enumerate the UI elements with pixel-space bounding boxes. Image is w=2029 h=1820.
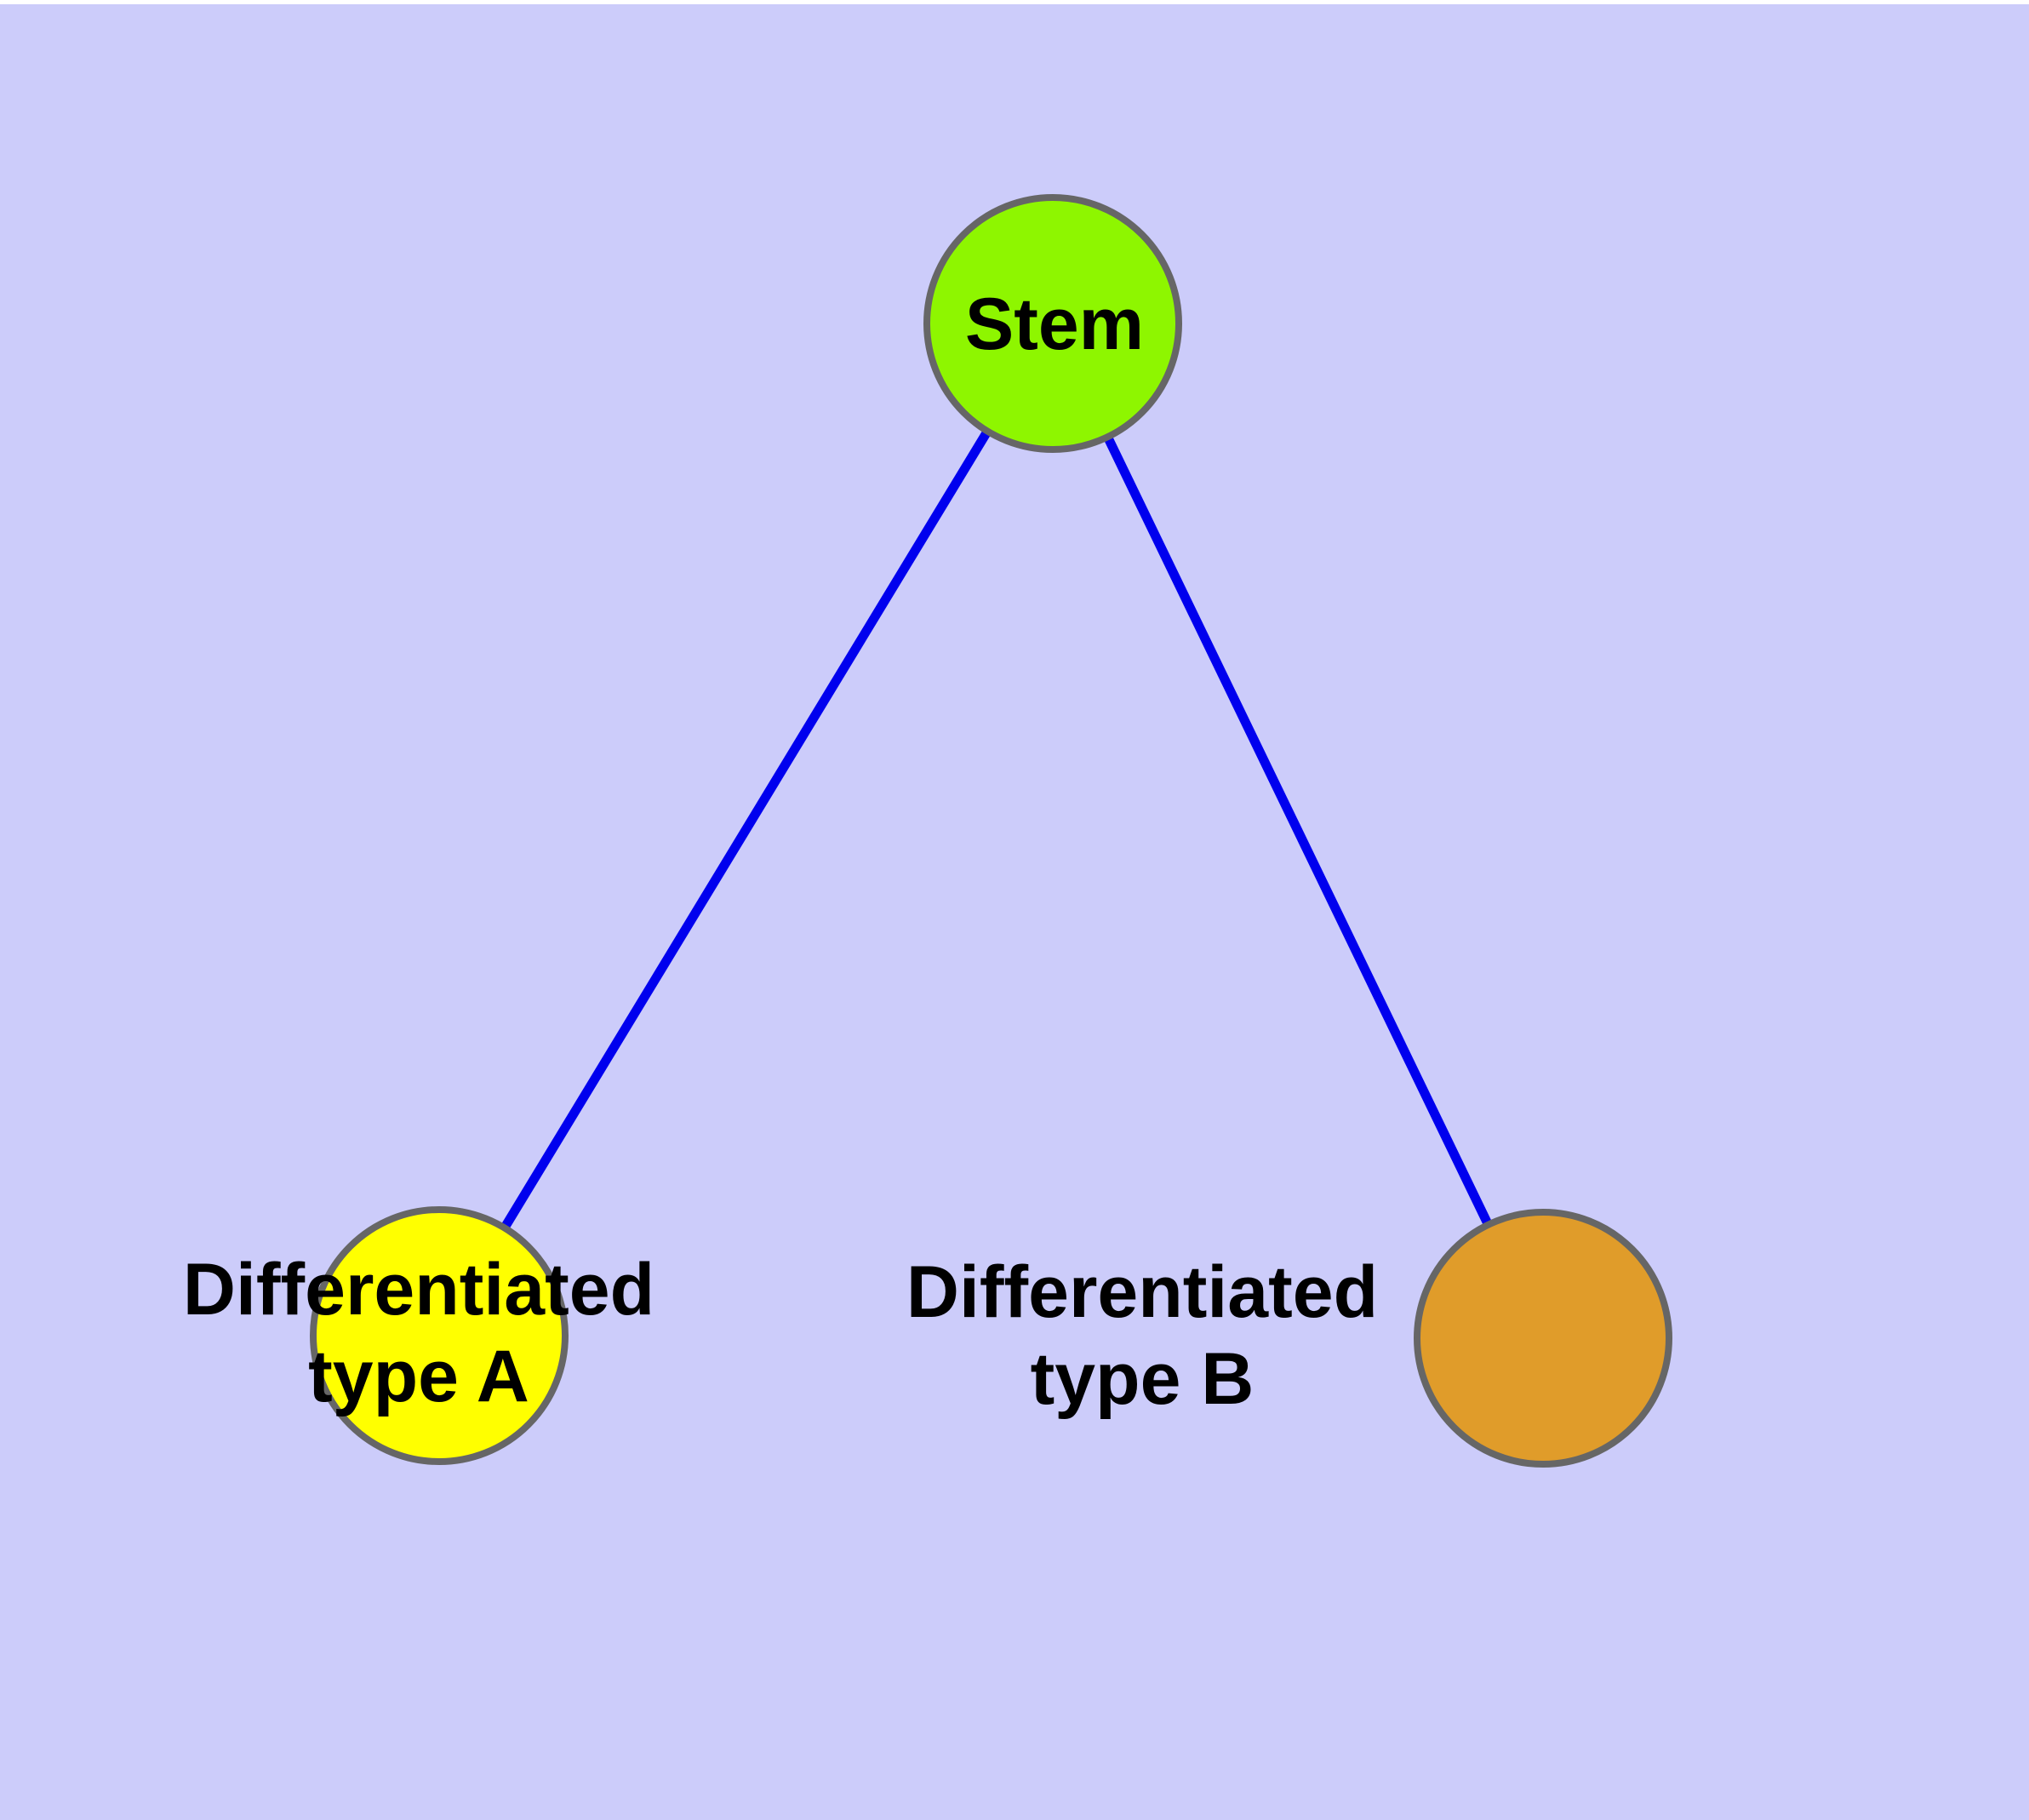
edge-stem-to-differentiated-type-a[interactable] (435, 321, 1057, 1338)
diagram-plot-area: Stem Differentiated type A Differentiate… (0, 4, 2029, 1820)
node-differentiated-type-a-label-line1: Differentiated (183, 1249, 654, 1331)
node-layer (310, 194, 1672, 1468)
node-differentiated-type-a-label-line2: type A (308, 1336, 529, 1417)
node-stem[interactable] (923, 194, 1182, 453)
node-differentiated-type-b-circle[interactable] (1414, 1209, 1672, 1468)
node-differentiated-type-a-circle[interactable] (310, 1206, 569, 1465)
cell-differentiation-graph: Stem Differentiated type A Differentiate… (183, 194, 1672, 1468)
node-differentiated-type-b-label-line2: type B (1031, 1338, 1255, 1420)
node-differentiated-type-a[interactable] (310, 1206, 569, 1465)
node-stem-label: Stem (965, 283, 1144, 365)
node-differentiated-type-b[interactable] (1414, 1209, 1672, 1468)
node-differentiated-type-b-label-line1: Differentiated (906, 1251, 1378, 1333)
edge-layer (435, 321, 1547, 1341)
node-stem-circle[interactable] (923, 194, 1182, 453)
edge-stem-to-differentiated-type-b[interactable] (1049, 321, 1547, 1341)
label-layer: Stem Differentiated type A Differentiate… (183, 283, 1378, 1420)
